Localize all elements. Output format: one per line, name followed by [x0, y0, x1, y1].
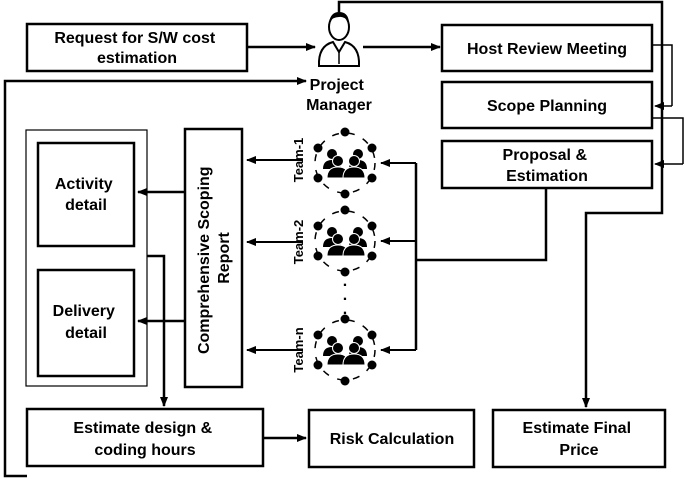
project-manager-label: Project Manager	[306, 77, 372, 114]
ellipsis-dot-1: .	[343, 273, 347, 290]
delivery-box	[36, 268, 136, 378]
proposal-label: Proposal & Estimation	[503, 147, 592, 185]
estimate-hours-box	[25, 407, 265, 468]
activity-box	[36, 141, 136, 248]
request-box	[25, 22, 249, 73]
scope-planning-label: Scope Planning	[487, 98, 607, 115]
bracket-host-to-scope	[652, 44, 673, 106]
team-1-icon	[312, 126, 378, 200]
scope-planning-box	[440, 80, 654, 130]
team-n-icon	[312, 313, 378, 387]
arrow-loop-to-manager	[3, 77, 307, 478]
final-price-box	[491, 408, 667, 469]
host-review-box	[440, 23, 654, 73]
delivery-label: Delivery detail	[53, 303, 120, 342]
risk-box	[307, 408, 476, 469]
activity-label: Activity detail	[55, 176, 117, 214]
details-group-box	[25, 129, 148, 387]
report-label: Comprehensive Scoping Report	[196, 162, 233, 354]
ellipsis-dot-2: .	[343, 287, 347, 304]
team-2-label: Team-2	[291, 220, 306, 265]
team-1-label: Team-1	[291, 138, 306, 183]
estimate-hours-label: Estimate design & coding hours	[73, 420, 216, 459]
team-2-icon	[312, 204, 378, 278]
connector-proposal-to-teams	[416, 188, 548, 262]
risk-label: Risk Calculation	[330, 431, 454, 448]
ellipsis-dot-3: .	[343, 301, 347, 318]
arrow-activity-to-estimate	[147, 254, 168, 407]
request-label: Request for S/W cost estimation	[54, 30, 219, 67]
report-box	[183, 127, 244, 389]
bracket-scope-to-proposal	[652, 117, 684, 164]
host-review-label: Host Review Meeting	[467, 41, 627, 58]
team-n-label: Team-n	[291, 327, 306, 372]
project-manager-icon	[317, 12, 361, 67]
proposal-box	[440, 139, 654, 190]
final-price-label: Estimate Final Price	[523, 420, 636, 459]
